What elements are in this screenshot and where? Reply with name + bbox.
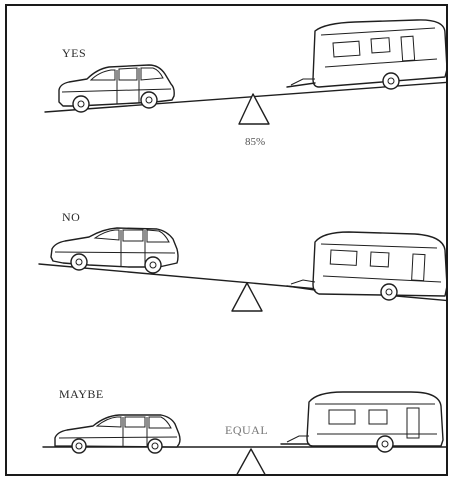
panel-no: NO [7,181,448,331]
yes-illustration [7,14,448,164]
caravan-icon [287,232,447,300]
panel-yes: YES 85% [7,14,448,164]
car-icon [59,65,174,112]
maybe-illustration [7,346,448,476]
diagram-frame: YES 85% [5,4,448,476]
fulcrum-triangle [232,283,262,311]
no-illustration [7,181,448,331]
fulcrum-triangle [239,94,269,124]
panel-maybe: MAYBE EQUAL [7,346,448,476]
caravan-icon [287,20,447,89]
fulcrum-triangle [235,449,267,476]
caravan-icon [281,392,443,452]
